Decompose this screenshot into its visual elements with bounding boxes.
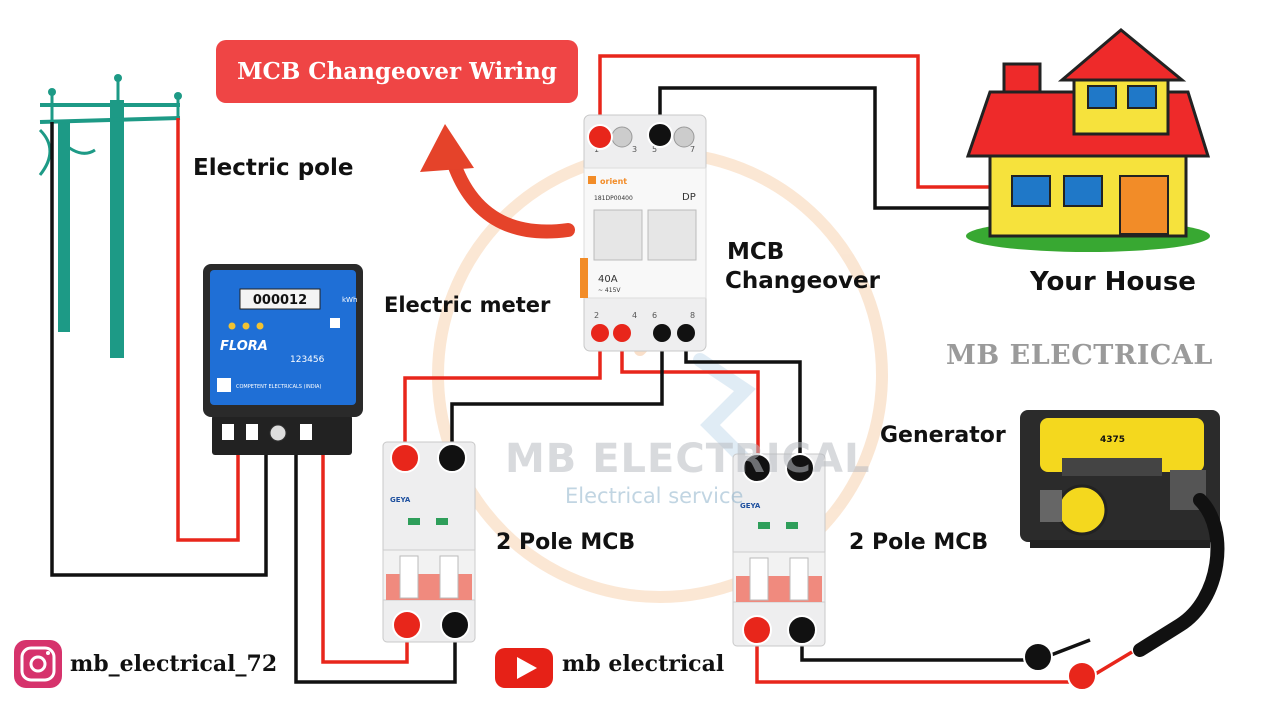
svg-text:8: 8 (690, 311, 695, 320)
arrow-head (420, 124, 474, 172)
label-2-pole-mcb-right: 2 Pole MCB (849, 530, 989, 555)
phase-wires (176, 54, 1133, 684)
svg-text:181DP00400: 181DP00400 (594, 195, 633, 202)
two-pole-mcb-left: GEYA (382, 441, 476, 643)
meter-reading: 000012 (253, 293, 307, 308)
svg-text:FLORA: FLORA (220, 339, 268, 354)
svg-text:4: 4 (632, 311, 637, 320)
two-pole-mcb-right: GEYA (732, 453, 826, 647)
page-title: MCB Changeover Wiring (216, 40, 578, 103)
svg-text:3: 3 (632, 145, 637, 154)
neutral-wires (50, 86, 1091, 684)
svg-text:orient: orient (600, 177, 627, 186)
svg-text:GEYA: GEYA (390, 496, 411, 504)
svg-text:123456: 123456 (290, 355, 325, 365)
youtube-channel: mb electrical (562, 651, 725, 677)
label-electric-meter: Electric meter (384, 293, 551, 317)
instagram-icon (14, 640, 62, 688)
svg-text:COMPETENT ELECTRICALS (INDIA): COMPETENT ELECTRICALS (INDIA) (236, 384, 321, 390)
mcb-changeover: orient 181DP00400 DP 40A ~ 415V 1 3 5 7 … (580, 114, 707, 352)
label-electric-pole: Electric pole (193, 155, 354, 181)
svg-text:7: 7 (690, 145, 695, 154)
label-mcb-changeover-2: Changeover (725, 268, 880, 294)
instagram-handle: mb_electrical_72 (70, 651, 278, 677)
svg-text:4375: 4375 (1100, 435, 1125, 445)
terminal-dots (390, 122, 1097, 691)
label-your-house: Your House (1030, 267, 1196, 297)
svg-text:40A: 40A (598, 274, 618, 285)
watermark-main: MB ELECTRICAL (505, 436, 871, 482)
label-generator: Generator (880, 423, 1006, 448)
electric-pole (38, 74, 182, 358)
label-2-pole-mcb-left: 2 Pole MCB (496, 530, 636, 555)
svg-text:6: 6 (652, 311, 657, 320)
youtube-icon (495, 648, 553, 688)
svg-text:GEYA: GEYA (740, 502, 761, 510)
house (965, 28, 1211, 252)
pointer-arrow (445, 151, 575, 239)
svg-text:DP: DP (682, 192, 696, 203)
svg-text:kWh: kWh (342, 296, 357, 304)
svg-text:2: 2 (594, 311, 599, 320)
brand-mark: MB ELECTRICAL (946, 340, 1213, 371)
svg-text:5: 5 (652, 145, 657, 154)
electric-meter: 000012 kWh FLORA 123456 COMPETENT ELECTR… (203, 264, 363, 455)
label-mcb-changeover-1: MCB (727, 239, 785, 265)
watermark-sub: Electrical service (565, 484, 744, 508)
generator: 4375 (1020, 410, 1225, 657)
svg-text:~ 415V: ~ 415V (598, 287, 621, 294)
